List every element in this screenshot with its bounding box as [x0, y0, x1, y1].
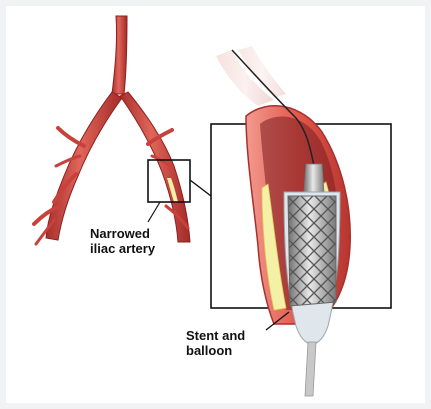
stent-and-balloon: [284, 164, 340, 396]
diagram-frame: Narrowed iliac artery Stent and balloon: [6, 6, 425, 403]
label-line: iliac artery: [90, 241, 155, 256]
aorta-branches: [34, 16, 190, 244]
label-line: Narrowed: [90, 226, 155, 241]
stent-and-balloon-label: Stent and balloon: [186, 328, 245, 358]
label-line: Stent and: [186, 328, 245, 343]
narrowed-iliac-artery-label: Narrowed iliac artery: [90, 226, 155, 256]
label-line: balloon: [186, 343, 245, 358]
